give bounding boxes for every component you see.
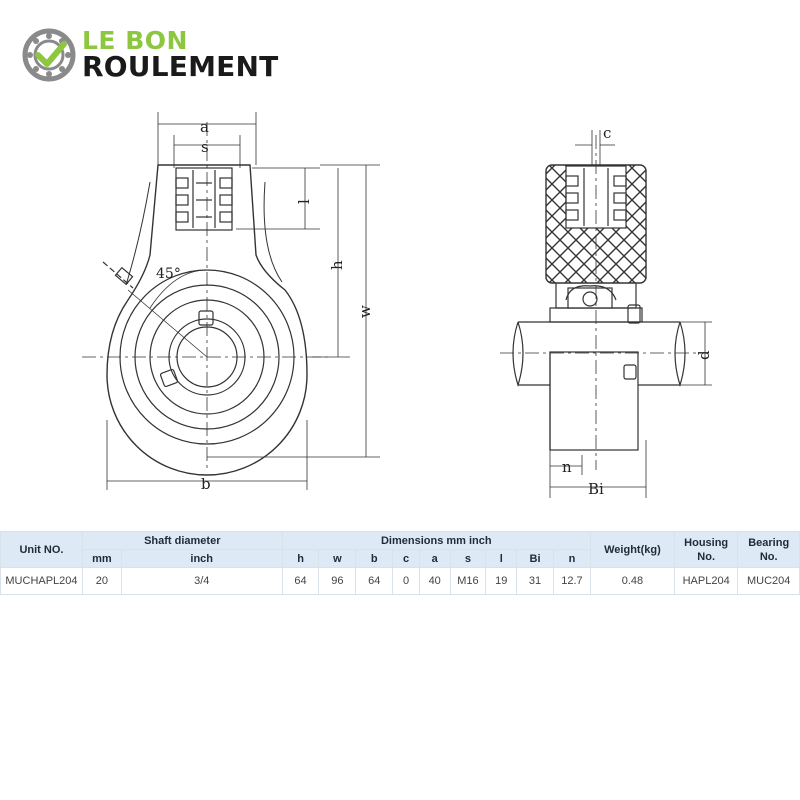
dim-label-s: s [201,138,209,156]
angle-label: 45° [156,266,181,282]
dim-label-h: h [328,260,346,270]
front-view [82,112,380,490]
header-bi: Bi [516,549,554,568]
cell-h: 64 [281,567,320,595]
header-h: h [281,549,320,568]
cell-l: 19 [485,567,518,595]
dim-label-a: a [200,118,209,136]
cell-s: M16 [449,567,487,595]
header-s: s [449,549,487,568]
header-l: l [485,549,518,568]
cell-mm: 20 [81,567,122,595]
cell-weight: 0.48 [589,567,675,595]
dim-label-c: c [603,124,611,142]
technical-drawing: a s l h w b 45° [82,112,713,498]
header-unit-no: Unit NO. [0,531,83,568]
header-mm: mm [81,549,122,568]
dim-label-l: l [295,199,313,204]
header-inch: inch [120,549,283,568]
cell-n: 12.7 [552,567,591,595]
cell-c: 0 [392,567,420,595]
spec-table: Unit NO. Shaft diameter Dimensions mm in… [0,531,800,595]
header-n: n [552,549,591,568]
logo-text-line2: ROULEMENT [82,50,279,83]
cell-housing-no: HAPL204 [673,567,739,595]
cell-bi: 31 [516,567,554,595]
header-a: a [418,549,451,568]
cell-bearing-no: MUC204 [737,567,800,595]
cell-inch: 3/4 [120,567,283,595]
dim-label-d: d [695,350,713,360]
side-view [500,130,712,498]
header-housing-no: Housing No. [673,531,739,568]
brand-logo: LE BON ROULEMENT [22,26,302,86]
cell-b: 64 [355,567,394,595]
header-w: w [318,549,357,568]
header-weight: Weight(kg) [589,531,675,568]
dim-label-n: n [562,458,572,476]
cell-unit-no: MUCHAPL204 [0,567,83,595]
cell-a: 40 [418,567,451,595]
header-b: b [355,549,394,568]
dim-label-b: b [201,475,211,493]
header-c: c [392,549,420,568]
header-dimensions: Dimensions mm inch [281,531,591,550]
header-bearing-no: Bearing No. [737,531,800,568]
dim-label-bi: Bi [588,480,604,498]
header-shaft-diameter: Shaft diameter [81,531,283,550]
dim-label-w: w [356,305,374,318]
table-row: MUCHAPL204 20 3/4 64 96 64 0 40 M16 19 3… [0,567,800,595]
bearing-check-icon [22,28,76,82]
cell-w: 96 [318,567,357,595]
logo-text-line1: LE BON [82,26,188,55]
